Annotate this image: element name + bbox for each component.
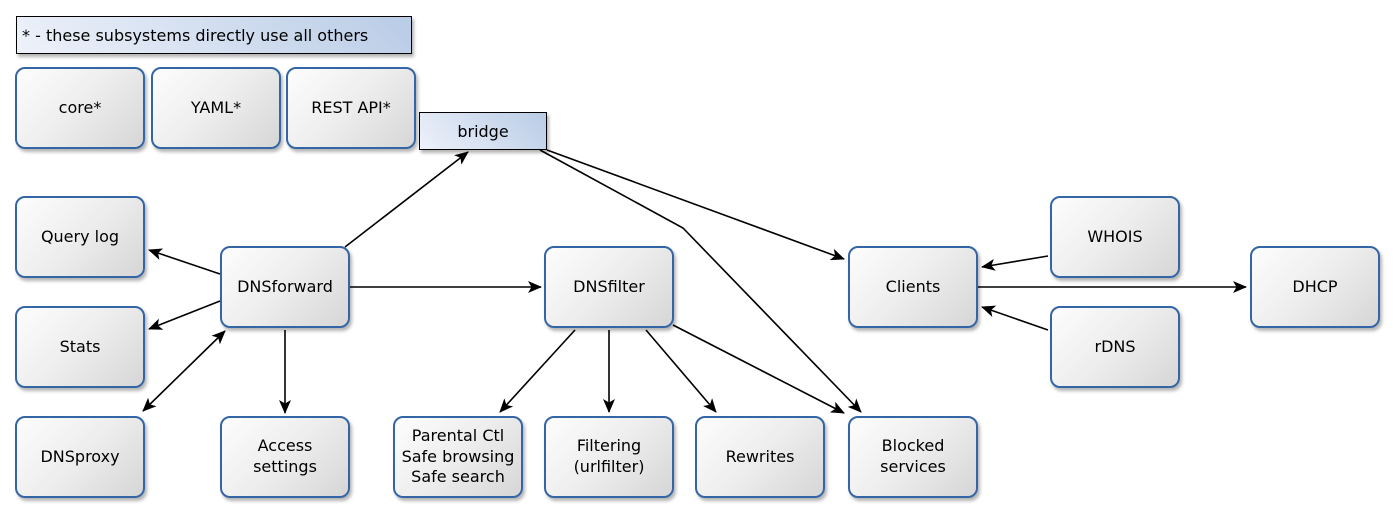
node-dnsfilter: DNSfilter xyxy=(544,246,674,328)
node-dnsforward: DNSforward xyxy=(220,246,350,328)
node-rdns-label: rDNS xyxy=(1094,336,1136,356)
node-clients-label: Clients xyxy=(885,276,941,296)
node-access-settings-label: Access settings xyxy=(253,436,317,476)
legend-box: * - these subsystems directly use all ot… xyxy=(16,16,412,54)
node-rewrites: Rewrites xyxy=(695,416,825,498)
edge-dnsfilter-to-rewrites xyxy=(645,329,717,413)
node-stats-label: Stats xyxy=(59,336,101,356)
node-dhcp-label: DHCP xyxy=(1292,276,1338,296)
edge-dnsforward-to-querylog xyxy=(148,248,221,275)
node-rest-api-label: REST API* xyxy=(311,97,391,117)
edge-rdns-to-clients xyxy=(981,305,1049,331)
edge-dnsforward-to-bridge xyxy=(344,151,469,248)
node-rdns: rDNS xyxy=(1050,306,1180,388)
node-yaml: YAML* xyxy=(151,67,281,149)
node-dnsforward-label: DNSforward xyxy=(237,276,333,296)
node-core: core* xyxy=(15,67,145,149)
node-blocked-services: Blocked services xyxy=(848,416,978,498)
node-query-log: Query log xyxy=(15,196,145,278)
node-dnsproxy: DNSproxy xyxy=(15,416,145,498)
node-whois: WHOIS xyxy=(1050,196,1180,278)
node-whois-label: WHOIS xyxy=(1087,226,1143,246)
node-stats: Stats xyxy=(15,306,145,388)
node-dnsfilter-label: DNSfilter xyxy=(573,276,645,296)
edge-bridge-to-clients xyxy=(546,149,845,261)
node-parental-label: Parental Ctl Safe browsing Safe search xyxy=(401,425,515,487)
edge-dnsfilter-to-blockedservices xyxy=(672,324,845,414)
node-yaml-label: YAML* xyxy=(190,97,242,117)
node-core-label: core* xyxy=(58,97,102,117)
node-bridge-label: bridge xyxy=(457,121,509,141)
edge-whois-to-clients xyxy=(981,255,1049,271)
node-clients: Clients xyxy=(848,246,978,328)
node-rest-api: REST API* xyxy=(286,67,416,149)
node-blocked-services-label: Blocked services xyxy=(880,436,946,476)
node-access-settings: Access settings xyxy=(220,416,350,498)
edge-dnsfilter-to-parental xyxy=(499,329,576,413)
node-query-log-label: Query log xyxy=(40,226,120,246)
node-bridge: bridge xyxy=(419,112,547,150)
node-filtering: Filtering (urlfilter) xyxy=(544,416,674,498)
node-parental: Parental Ctl Safe browsing Safe search xyxy=(393,416,523,498)
node-rewrites-label: Rewrites xyxy=(725,446,795,466)
edge-dnsforward-to-stats xyxy=(148,300,221,330)
node-dnsproxy-label: DNSproxy xyxy=(40,446,120,466)
node-filtering-label: Filtering (urlfilter) xyxy=(573,436,645,476)
node-dhcp: DHCP xyxy=(1250,246,1380,328)
edge-dnsforward-to-dnsproxy xyxy=(142,330,226,412)
legend-text: * - these subsystems directly use all ot… xyxy=(22,25,369,45)
